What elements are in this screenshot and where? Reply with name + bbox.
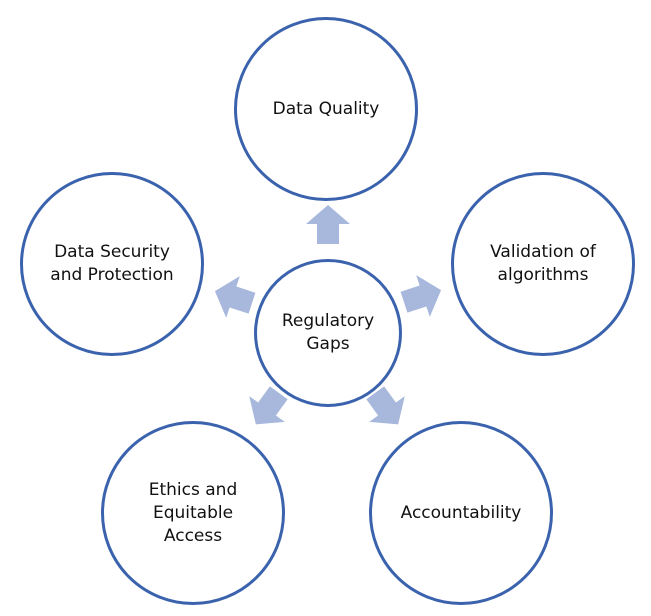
arrow-to-data-quality <box>306 205 350 244</box>
arrow-to-data-security <box>214 276 256 318</box>
center-label: Regulatory Gaps <box>281 311 375 354</box>
node-label: Data Security and Protection <box>50 242 174 285</box>
arrow-to-ethics <box>249 386 288 425</box>
node-data-quality: Data Quality <box>234 17 418 201</box>
node-label: Data Quality <box>272 98 380 119</box>
node-label: Ethics and Equitable Access <box>148 479 238 546</box>
node-regulatory-gaps: Regulatory Gaps <box>254 259 402 407</box>
node-validation-of-algorithms: Validation of algorithms <box>451 172 635 356</box>
arrow-to-validation <box>400 275 442 317</box>
node-ethics-and-equitable-access: Ethics and Equitable Access <box>101 421 285 605</box>
node-label: Accountability <box>400 502 522 523</box>
node-data-security: Data Security and Protection <box>20 172 204 356</box>
node-label: Validation of algorithms <box>490 242 596 285</box>
arrow-to-accountability <box>366 386 405 425</box>
node-accountability: Accountability <box>369 421 553 605</box>
